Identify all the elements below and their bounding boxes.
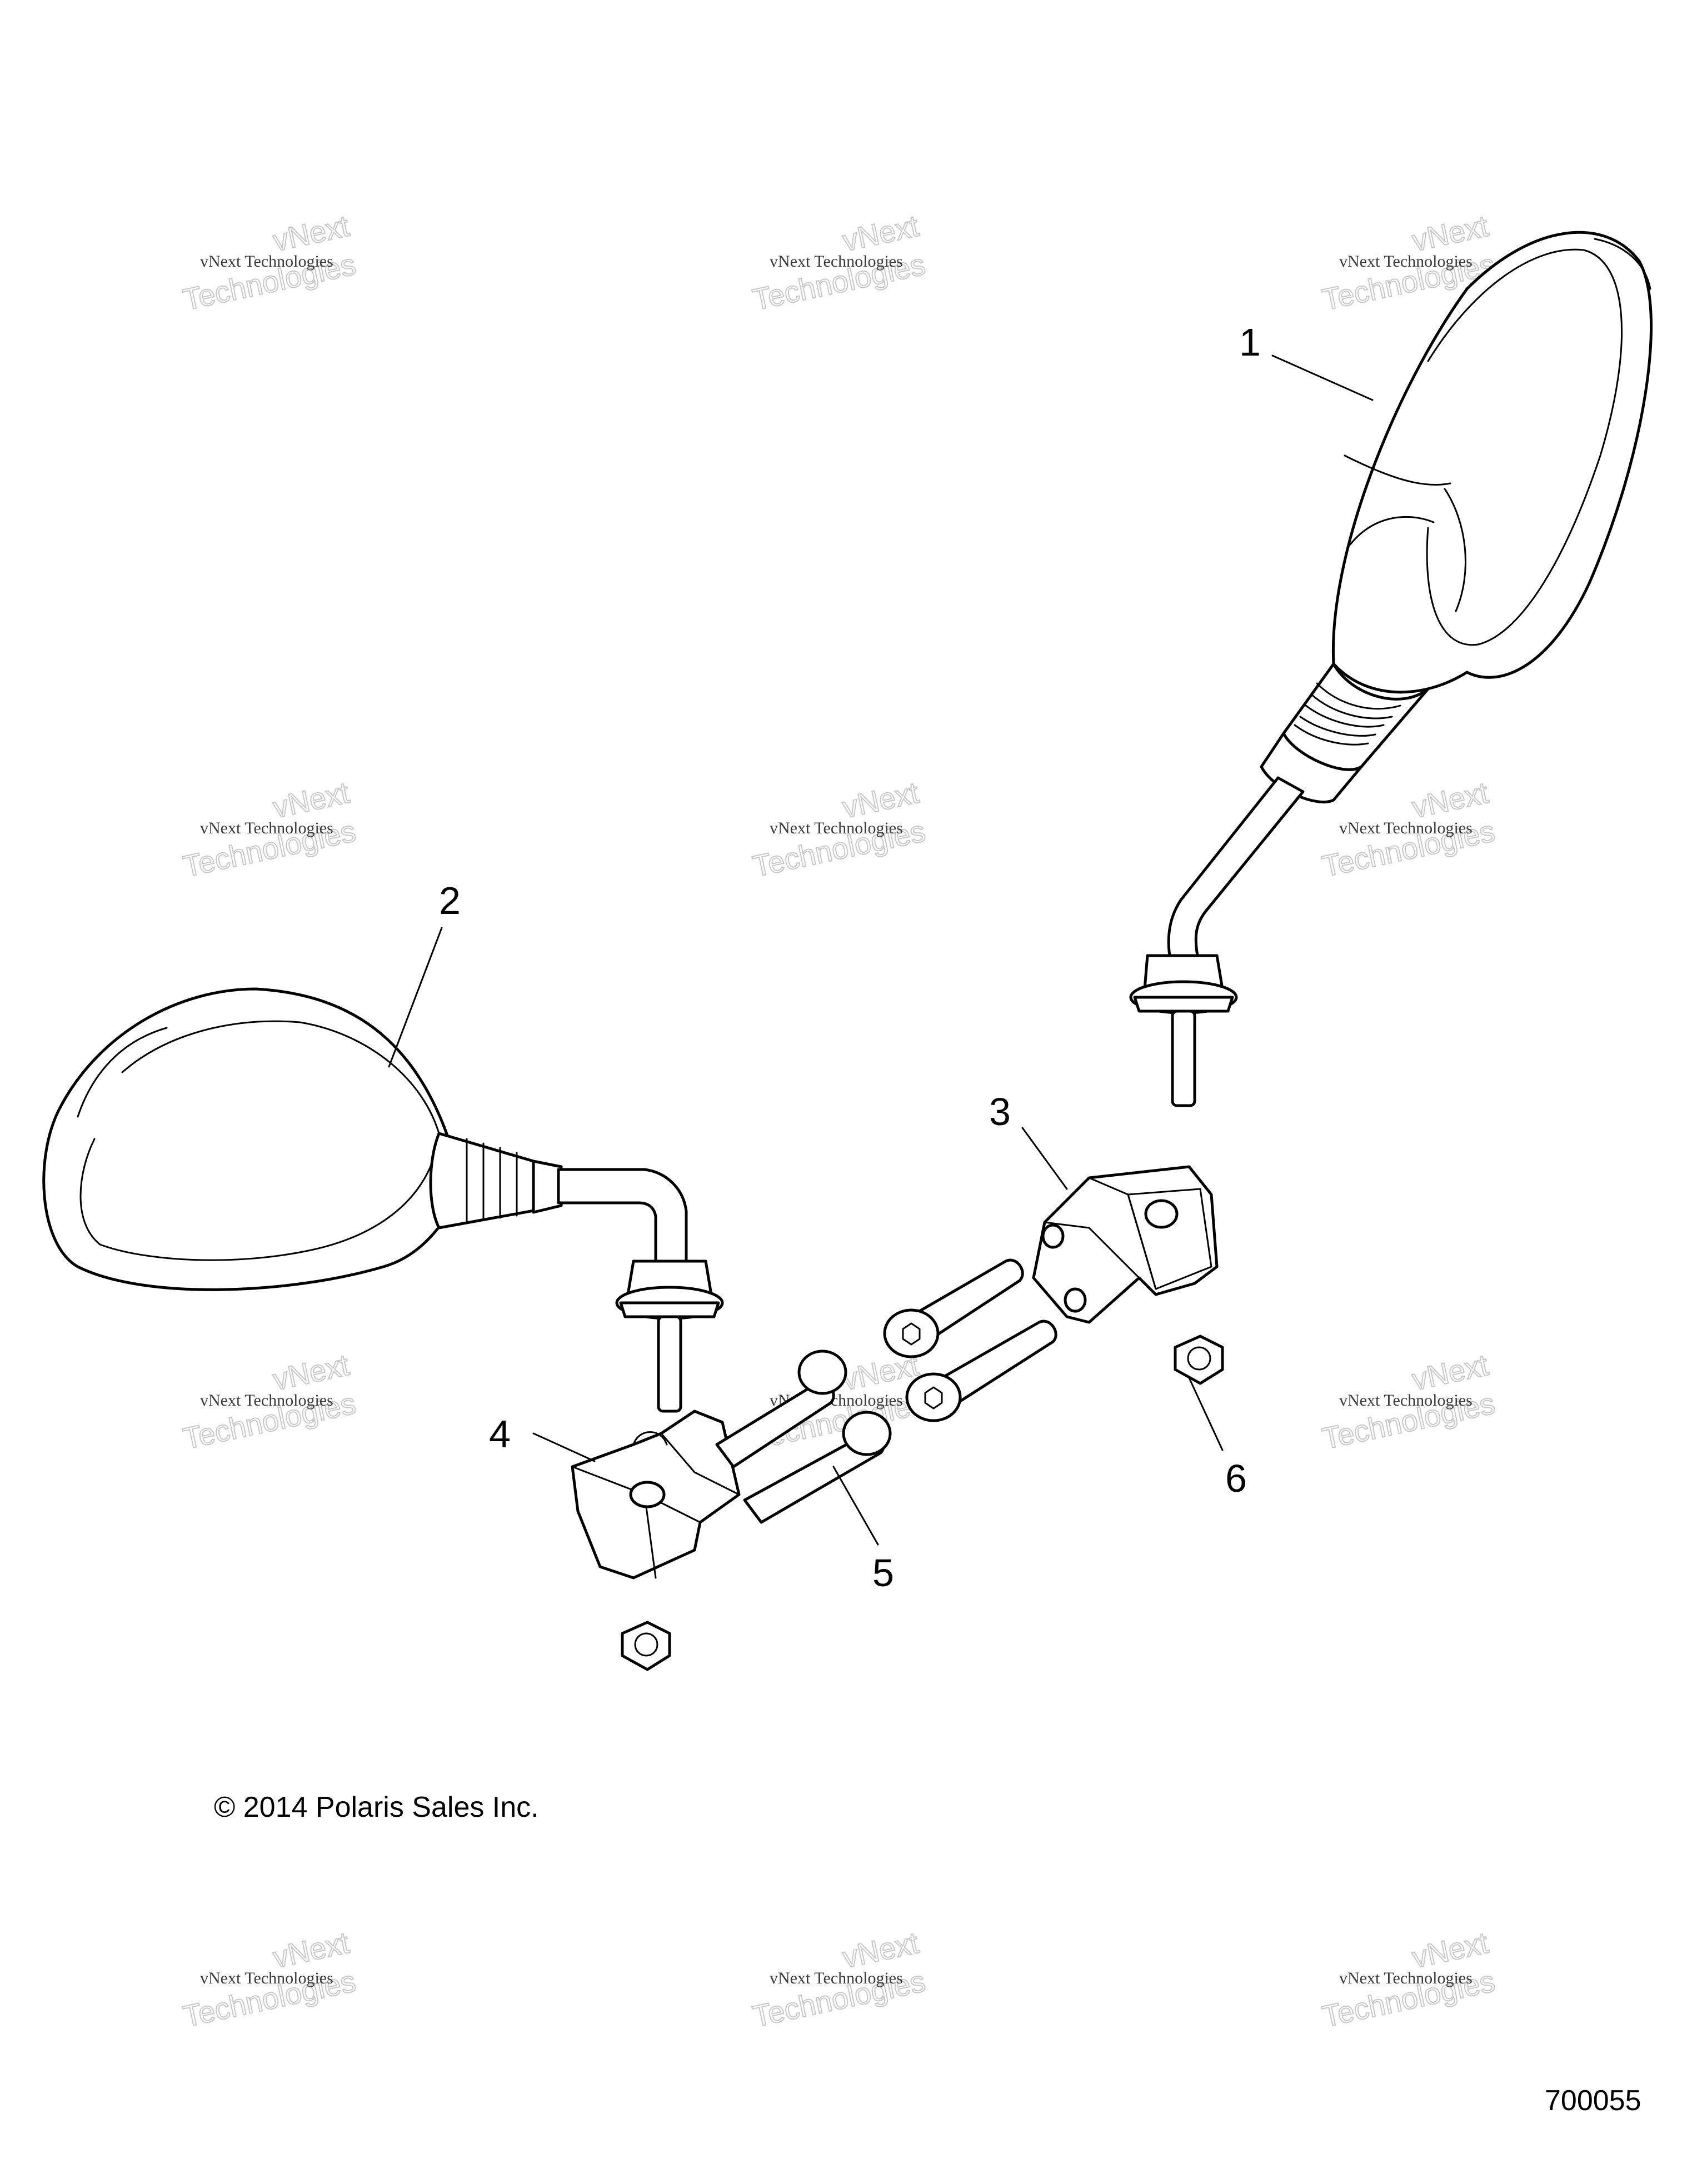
watermark-caption: vNext Technologies: [1339, 1969, 1473, 1987]
watermark-caption: vNext Technologies: [200, 1391, 333, 1410]
clamp-block-left: [571, 1410, 741, 1580]
callouts: 1 2 3 4 5 6: [439, 321, 1261, 1595]
watermark-caption: vNext Technologies: [200, 819, 333, 837]
leader-lines: [388, 354, 1374, 1546]
figure-number: 700055: [1545, 2085, 1641, 2117]
watermark-caption: vNext Technologies: [200, 1969, 333, 1987]
mirror-left: [42, 987, 724, 1413]
copyright-notice: © 2014 Polaris Sales Inc.: [214, 1791, 539, 1823]
watermark-caption: vNext Technologies: [1339, 252, 1473, 271]
clamp-block-right: [1032, 1165, 1219, 1324]
callout-1: 1: [1239, 321, 1261, 364]
watermark-caption: vNext Technologies: [770, 1969, 903, 1987]
watermark-caption: vNext Technologies: [1339, 1391, 1473, 1410]
callout-6: 6: [1225, 1457, 1247, 1500]
watermark-caption: vNext Technologies: [770, 252, 903, 271]
bolts: [715, 1258, 1057, 1524]
callout-3: 3: [989, 1090, 1011, 1133]
nuts: [621, 1335, 1224, 1671]
watermark-caption: vNext Technologies: [1339, 819, 1473, 837]
mirror-right: [1129, 231, 1653, 1107]
watermark-caption: vNext Technologies: [770, 819, 903, 837]
callout-4: 4: [489, 1412, 511, 1456]
callout-2: 2: [439, 879, 461, 922]
watermark-caption: vNext Technologies: [200, 252, 333, 271]
callout-5: 5: [872, 1551, 894, 1595]
